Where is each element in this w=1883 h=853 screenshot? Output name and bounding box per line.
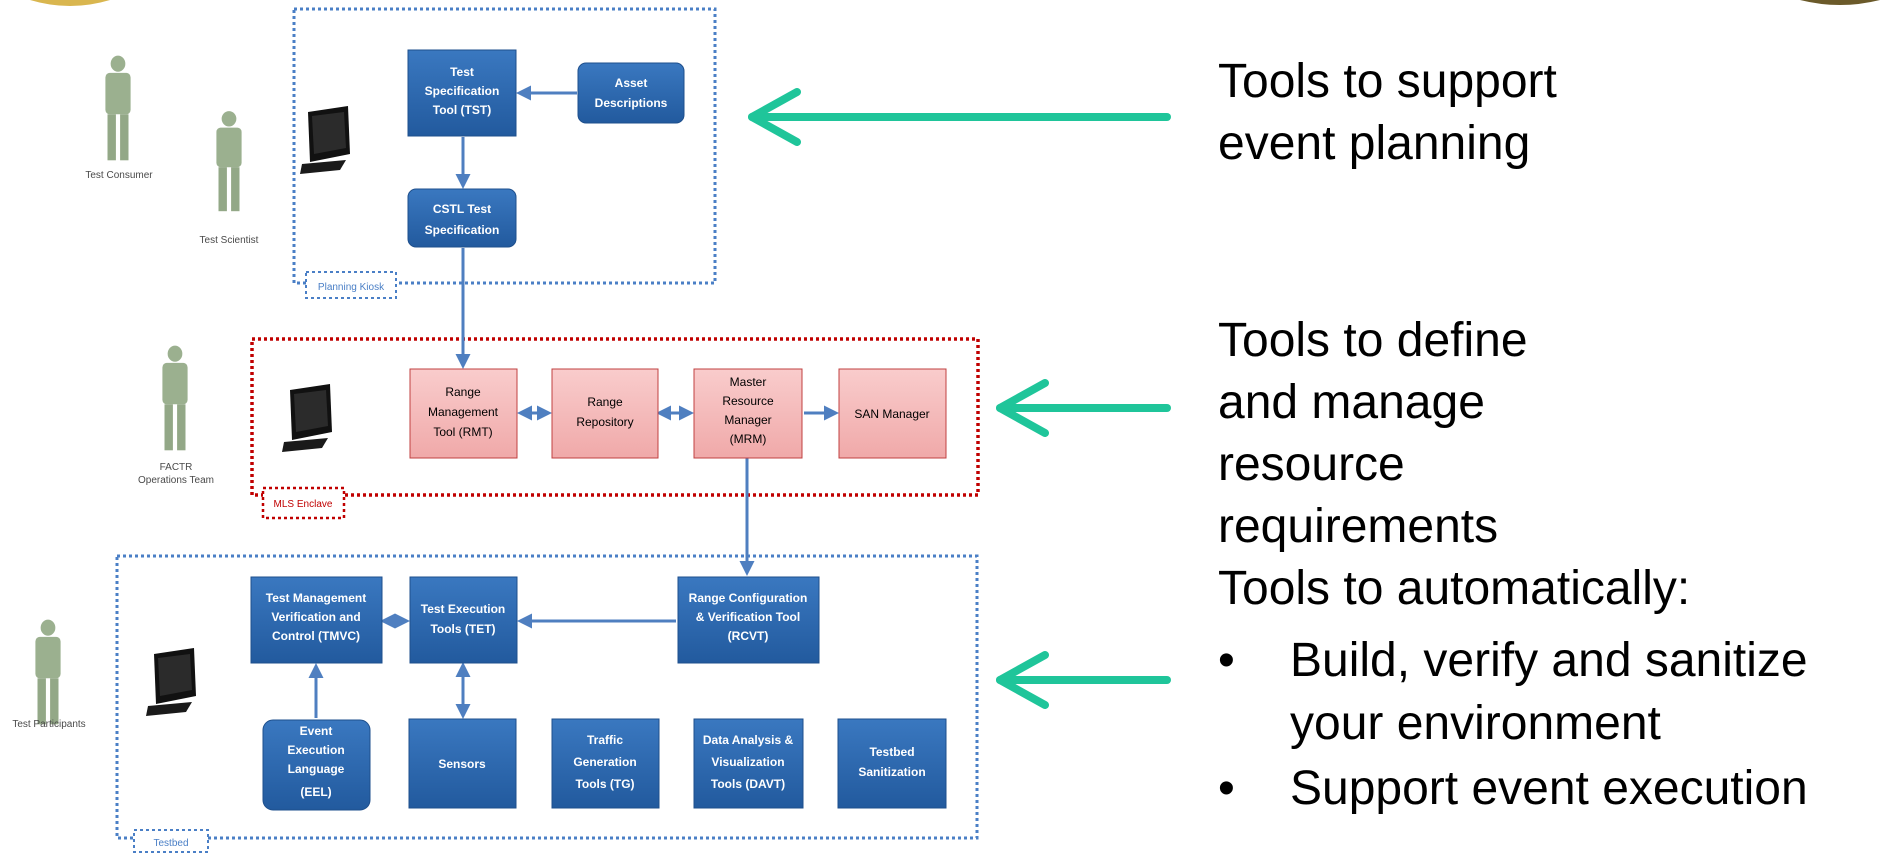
test-consumer-label: Test Consumer <box>85 170 153 181</box>
define-text-line-4: requirements <box>1218 500 1499 553</box>
planning-text-line-2: event planning <box>1218 117 1531 170</box>
rmt-label-3: Tool (RMT) <box>433 425 492 439</box>
rcvt-label-3: (RCVT) <box>728 629 769 643</box>
eel-label-2: Execution <box>287 743 344 757</box>
tst-label-3: Tool (TST) <box>433 103 491 117</box>
rmt-box <box>409 368 518 459</box>
davt-label-2: Visualization <box>711 755 784 769</box>
repo-label-2: Repository <box>576 415 633 429</box>
traffic-generation-box <box>551 718 660 809</box>
factr-operations-figure <box>162 345 188 451</box>
tst-box <box>407 49 517 137</box>
testbed-border <box>115 554 979 840</box>
test-scientist-label: Test Scientist <box>200 235 259 246</box>
mls-enclave-tag <box>261 486 346 520</box>
tmvc-label-1: Test Management <box>266 591 366 605</box>
rcvt-label-2: & Verification Tool <box>696 610 800 624</box>
connectors <box>308 85 839 719</box>
sensors-box <box>408 718 517 809</box>
tmvc-label-3: Control (TMVC) <box>272 629 360 643</box>
planning-pointer-arrow <box>748 88 1171 146</box>
cstl-label-2: Specification <box>425 223 500 237</box>
tg-label-2: Generation <box>573 755 636 769</box>
right-seal-fragment <box>1800 0 1880 5</box>
testbed-computer-icon <box>146 648 196 716</box>
mrm-label-1: Master <box>730 375 767 389</box>
automate-heading: Tools to automatically: <box>1218 562 1691 615</box>
factr-label: FACTR <box>160 462 193 473</box>
sensors-label: Sensors <box>438 757 486 771</box>
range-repository-box <box>551 368 659 459</box>
planning-kiosk-label: Planning Kiosk <box>318 282 385 293</box>
test-participants-figure <box>35 619 61 725</box>
tst-label-2: Specification <box>425 84 500 98</box>
san-manager-box <box>838 368 947 459</box>
rcvt-label-1: Range Configuration <box>689 591 808 605</box>
mls-enclave-border <box>250 337 980 497</box>
test-scientist-figure <box>216 111 242 212</box>
bullet-dot: • <box>1218 634 1235 687</box>
rcvt-box <box>677 576 820 664</box>
asset-label-1: Asset <box>615 76 648 90</box>
davt-box <box>693 718 804 809</box>
test-consumer-figure <box>105 55 131 161</box>
rmt-label-2: Management <box>428 405 499 419</box>
mrm-label-2: Resource <box>722 394 774 408</box>
tg-label-1: Traffic <box>587 733 623 747</box>
eel-box <box>262 719 371 811</box>
testbed-tag <box>133 829 209 853</box>
mls-enclave-label: MLS Enclave <box>274 499 333 510</box>
tst-label-1: Test <box>450 65 474 79</box>
bullet-2: • Support event execution <box>1218 760 1808 818</box>
bullet-1-continuation: your environment <box>1290 697 1661 750</box>
davt-label-3: Tools (DAVT) <box>711 777 785 791</box>
bullet-1: • Build, verify and sanitize <box>1218 632 1808 690</box>
define-text-line-3: resource <box>1218 438 1405 491</box>
eel-label-1: Event <box>300 724 333 738</box>
define-text-line-1: Tools to define <box>1218 314 1528 367</box>
tmvc-label-2: Verification and <box>271 610 360 624</box>
automate-pointer-arrow <box>996 651 1171 709</box>
asset-descriptions-box <box>577 62 685 124</box>
planning-computer-icon <box>300 106 350 174</box>
mrm-label-4: (MRM) <box>730 432 767 446</box>
eel-label-3: Language <box>288 762 345 776</box>
operations-team-label: Operations Team <box>138 475 214 486</box>
sanit-label-1: Testbed <box>869 745 914 759</box>
rmt-label-1: Range <box>445 385 481 399</box>
mrm-box <box>693 368 803 459</box>
tmvc-box <box>250 576 383 664</box>
define-text-line-2: and manage <box>1218 376 1485 429</box>
repo-label-1: Range <box>587 395 623 409</box>
bullet-1-text: Build, verify and sanitize <box>1290 634 1808 687</box>
bullet-dot: • <box>1218 762 1235 815</box>
planning-kiosk-tag <box>305 271 397 299</box>
test-participants-label: Test Participants <box>12 719 85 730</box>
tet-label-1: Test Execution <box>421 602 505 616</box>
tet-label-2: Tools (TET) <box>430 622 495 636</box>
tg-label-3: Tools (TG) <box>575 777 634 791</box>
mrm-label-3: Manager <box>724 413 771 427</box>
testbed-label: Testbed <box>153 838 188 849</box>
asset-label-2: Descriptions <box>595 96 668 110</box>
planning-text-line-1: Tools to support <box>1218 55 1557 108</box>
bullet-2-text: Support event execution <box>1290 762 1808 815</box>
define-pointer-arrow <box>996 379 1171 437</box>
eel-label-4: (EEL) <box>300 785 331 799</box>
testbed-sanitization-box <box>837 718 947 809</box>
cstl-label-1: CSTL Test <box>433 202 491 216</box>
planning-kiosk-border <box>292 7 717 285</box>
tet-box <box>409 576 518 664</box>
sanit-label-2: Sanitization <box>858 765 925 779</box>
san-label: SAN Manager <box>854 407 929 421</box>
mls-computer-icon <box>282 384 332 452</box>
left-seal-fragment <box>30 0 110 6</box>
cstl-test-spec-box <box>407 188 517 248</box>
davt-label-1: Data Analysis & <box>703 733 794 747</box>
